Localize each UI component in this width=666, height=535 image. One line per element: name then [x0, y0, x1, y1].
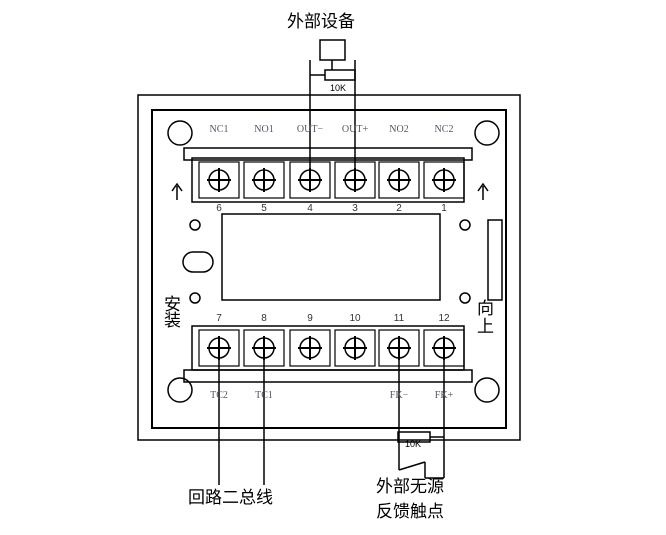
inner-frame	[151, 109, 507, 429]
outer-housing	[137, 94, 521, 441]
terminal-number: 3	[352, 203, 358, 214]
terminal	[243, 161, 285, 199]
caption-feedback-2: 反馈触点	[376, 502, 444, 522]
side-right-2: 上	[477, 317, 494, 337]
terminal-number: 4	[307, 203, 313, 214]
terminal-label: TC2	[210, 390, 228, 401]
terminal-label: NO2	[389, 124, 408, 135]
resistor-top-label: 10K	[330, 83, 346, 93]
screw-cross-icon	[207, 336, 231, 360]
screw-icon	[167, 377, 193, 403]
terminal	[378, 329, 420, 367]
terminal-number: 10	[349, 313, 361, 324]
resistor-bottom-label: 10K	[405, 439, 421, 449]
screw-cross-icon	[432, 168, 456, 192]
terminal-label: NC2	[435, 124, 454, 135]
caption-feedback-1: 外部无源	[376, 477, 444, 497]
screw-cross-icon	[343, 336, 367, 360]
terminal	[378, 161, 420, 199]
center-plate	[221, 213, 441, 301]
side-left-2: 装	[164, 311, 181, 331]
screw-cross-icon	[252, 336, 276, 360]
terminal	[198, 161, 240, 199]
terminal	[289, 329, 331, 367]
resistor-top	[324, 69, 356, 81]
screw-cross-icon	[387, 168, 411, 192]
terminal	[334, 161, 376, 199]
screw-cross-icon	[387, 336, 411, 360]
terminal-label: OUT+	[342, 124, 369, 135]
terminal	[423, 161, 465, 199]
screw-cross-icon	[298, 336, 322, 360]
screw-icon	[167, 120, 193, 146]
terminal	[334, 329, 376, 367]
bottom-terminal-block	[191, 325, 465, 371]
terminal-label: TC1	[255, 390, 273, 401]
screw-cross-icon	[432, 336, 456, 360]
terminal-number: 8	[261, 313, 267, 324]
top-terminal-block	[191, 157, 465, 203]
terminal-label: OUT−	[297, 124, 324, 135]
caption-bus: 回路二总线	[188, 488, 273, 508]
side-left-1: 安	[164, 295, 181, 315]
side-right-1: 向	[477, 299, 494, 319]
terminal-label: NC1	[210, 124, 229, 135]
terminal-label: NO1	[254, 124, 273, 135]
screw-cross-icon	[343, 168, 367, 192]
terminal-number: 11	[394, 313, 405, 324]
slot	[182, 251, 214, 273]
terminal-number: 6	[216, 203, 222, 214]
screw-cross-icon	[207, 168, 231, 192]
terminal	[423, 329, 465, 367]
side-clip	[487, 219, 503, 301]
terminal	[243, 329, 285, 367]
terminal-number: 7	[216, 313, 222, 324]
screw-icon	[474, 120, 500, 146]
terminal-number: 5	[261, 203, 267, 214]
screw-cross-icon	[252, 168, 276, 192]
terminal	[198, 329, 240, 367]
screw-icon	[474, 377, 500, 403]
title-external-device: 外部设备	[287, 12, 355, 32]
terminal	[289, 161, 331, 199]
screw-cross-icon	[298, 168, 322, 192]
terminal-number: 12	[438, 313, 450, 324]
terminal-number: 9	[307, 313, 313, 324]
terminal-label: FK−	[390, 390, 409, 401]
external-device-box	[319, 39, 346, 61]
terminal-number: 2	[396, 203, 402, 214]
terminal-number: 1	[441, 203, 447, 214]
terminal-label: FK+	[435, 390, 454, 401]
switch-contact	[398, 461, 426, 471]
